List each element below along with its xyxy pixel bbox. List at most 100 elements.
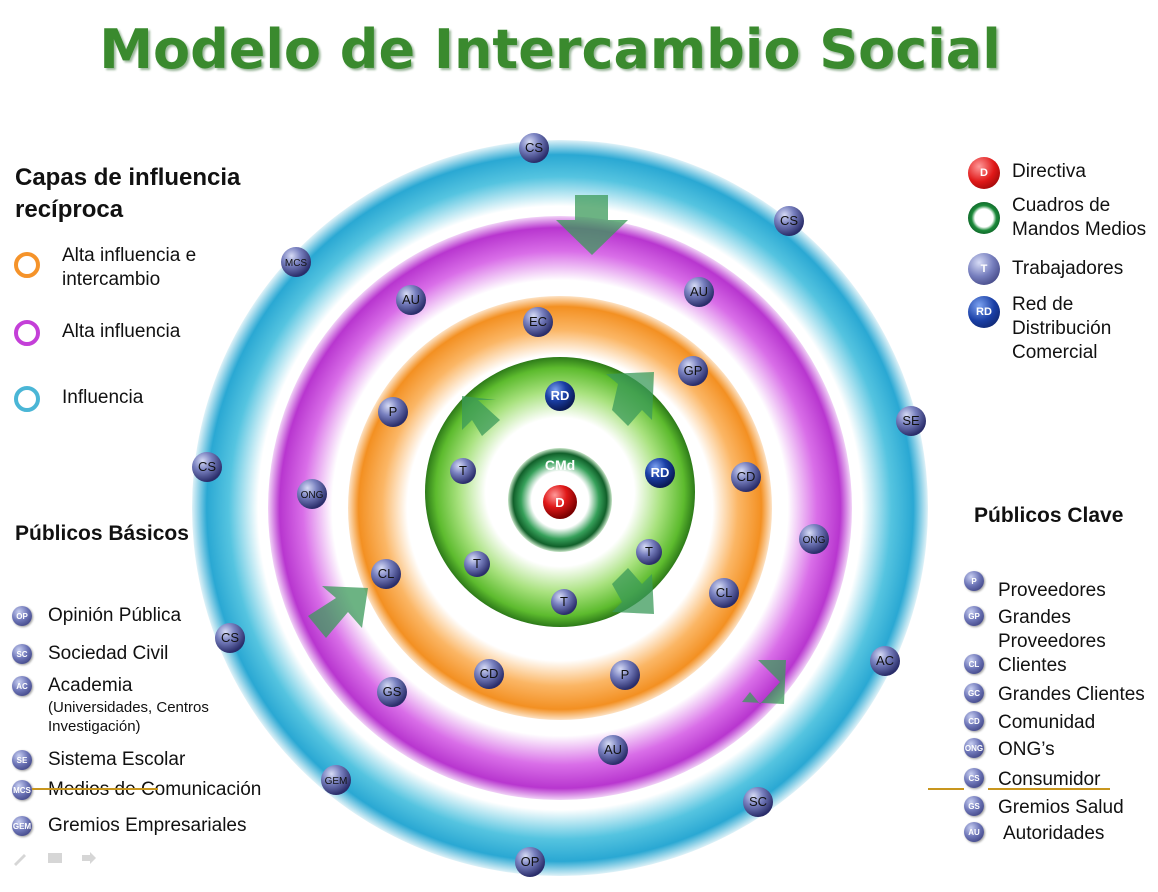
sphere-icon: AU	[964, 822, 984, 842]
basic-publics-heading: Públicos Básicos	[15, 522, 189, 545]
stakeholder-node	[297, 479, 327, 509]
stakeholder-node-label: OP	[521, 854, 540, 869]
stakeholder-node-label: ONG	[803, 535, 826, 546]
stakeholder-node-label: T	[473, 556, 481, 571]
stakeholder-node-label: T	[459, 463, 467, 478]
purple-ring-icon	[14, 320, 40, 346]
stakeholder-node-label: AC	[876, 653, 894, 668]
stakeholder-node	[192, 452, 222, 482]
stakeholder-node-label: CS	[780, 213, 798, 228]
stakeholder-node-label: GP	[684, 363, 703, 378]
stakeholder-node	[774, 206, 804, 236]
arrows	[308, 195, 786, 704]
arrow-icon	[742, 660, 786, 704]
basic-public-label: Gremios Empresariales	[48, 815, 247, 836]
red-sphere-icon: D	[968, 157, 1000, 189]
sphere-icon: ONG	[964, 738, 984, 758]
stakeholder-node	[645, 458, 675, 488]
key-public-label: Grandes Clientes	[998, 684, 1145, 705]
stakeholder-node	[610, 660, 640, 690]
blue-sphere-icon: T	[968, 253, 1000, 285]
stakeholder-node-label: RD	[651, 465, 670, 480]
orange-ring-icon	[14, 252, 40, 278]
directive-node	[543, 485, 577, 519]
stakeholder-node-label: GS	[383, 684, 402, 699]
stakeholder-node-label: ONG	[301, 490, 324, 501]
stakeholder-node-label: CD	[737, 469, 756, 484]
stakeholder-node	[523, 307, 553, 337]
basic-public-label: Sociedad Civil	[48, 643, 169, 664]
stakeholder-node	[551, 589, 577, 615]
pen-icon[interactable]	[12, 850, 30, 866]
underline-mark	[988, 788, 1110, 790]
stakeholder-node	[519, 133, 549, 163]
stakeholder-node-label: MCS	[285, 258, 308, 269]
stakeholder-node-label: CS	[221, 630, 239, 645]
sphere-icon: GP	[964, 606, 984, 626]
key-public-label: Gremios Salud	[998, 797, 1124, 818]
stakeholder-node-label: T	[645, 544, 653, 559]
stakeholder-node	[636, 539, 662, 565]
arrow-icon	[556, 195, 628, 255]
arrow-icon	[606, 372, 654, 426]
layer-label: Alta influencia e intercambio	[62, 245, 197, 290]
legend-label: Red de Distribución Comercial	[1012, 294, 1112, 363]
stakeholder-node	[377, 677, 407, 707]
sphere-icon: AC	[12, 676, 32, 696]
layer-label: Influencia	[62, 387, 144, 408]
stakeholder-node-label: CS	[525, 140, 543, 155]
stakeholder-node	[281, 247, 311, 277]
sphere-icon: GC	[964, 683, 984, 703]
stakeholder-node-label: P	[389, 404, 398, 419]
stakeholder-node-label: CS	[198, 459, 216, 474]
stakeholder-node	[896, 406, 926, 436]
basic-public-label: Medios de Comunicación	[48, 779, 262, 800]
sphere-icon: OP	[12, 606, 32, 626]
stakeholder-node-label: P	[621, 667, 630, 682]
directive-node-label: D	[555, 495, 564, 510]
stakeholder-node-label: EC	[529, 314, 547, 329]
stakeholder-node	[743, 787, 773, 817]
navy-sphere-icon: RD	[968, 296, 1000, 328]
basic-public-label: Academia	[48, 675, 133, 696]
stakeholder-node-label: CL	[378, 566, 395, 581]
next-icon[interactable]	[80, 850, 98, 866]
sphere-icon: CD	[964, 711, 984, 731]
stakeholder-node	[515, 847, 545, 877]
stakeholder-node-label: AU	[690, 284, 708, 299]
underline-mark	[32, 788, 158, 790]
menu-icon[interactable]	[46, 850, 64, 866]
legend-label: Directiva	[1012, 161, 1086, 182]
sphere-icon: CS	[964, 768, 984, 788]
basic-public-sublabel: (Universidades, Centros Investigación)	[48, 699, 209, 735]
stakeholder-node-label: CD	[480, 666, 499, 681]
stakeholder-node-label: CL	[716, 585, 733, 600]
stakeholder-node	[215, 623, 245, 653]
basic-public-label: Sistema Escolar	[48, 749, 186, 770]
key-public-label: Comunidad	[998, 712, 1096, 733]
sphere-icon: MCS	[12, 780, 32, 800]
stakeholder-node	[378, 397, 408, 427]
key-public-label: ONG’s	[998, 739, 1055, 760]
stakeholder-node	[321, 765, 351, 795]
key-public-label: Grandes Proveedores	[998, 607, 1106, 652]
stakeholder-node	[545, 381, 575, 411]
stakeholder-node-label: SC	[749, 794, 767, 809]
key-publics-heading: Públicos Clave	[974, 504, 1124, 527]
stakeholder-node-label: RD	[551, 388, 570, 403]
key-public-label: Proveedores	[998, 580, 1106, 601]
stakeholder-node-label: GEM	[325, 776, 348, 787]
stakeholder-node	[450, 458, 476, 484]
legend-label: Trabajadores	[1012, 258, 1124, 279]
stakeholder-node	[464, 551, 490, 577]
stakeholder-node	[731, 462, 761, 492]
stakeholder-node-label: T	[560, 594, 568, 609]
sphere-icon: CL	[964, 654, 984, 674]
sphere-icon: SC	[12, 644, 32, 664]
sphere-icon: SE	[12, 750, 32, 770]
sphere-icon: GS	[964, 796, 984, 816]
stakeholder-node	[598, 735, 628, 765]
sphere-icon: GEM	[12, 816, 32, 836]
layer-label: Alta influencia	[62, 321, 181, 342]
